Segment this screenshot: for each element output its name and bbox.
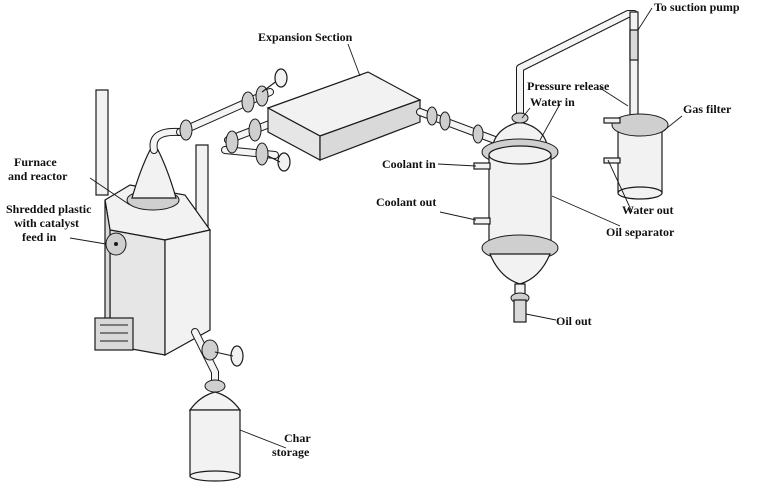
label-expansion-section: Expansion Section <box>258 30 353 44</box>
oil-out-valve <box>513 299 527 323</box>
label-water-in: Water in <box>530 95 575 109</box>
gas-filter-flange <box>611 113 669 137</box>
label-shredded-line3: feed in <box>22 230 57 244</box>
furnace-reactor <box>94 89 212 357</box>
leader-lines <box>69 7 683 449</box>
label-shredded-line2: with catalyst <box>14 216 79 230</box>
furnace-door <box>94 317 134 351</box>
label-coolant-in: Coolant in <box>382 157 436 171</box>
furnace-side-face <box>164 229 211 357</box>
label-oil-out: Oil out <box>556 314 592 328</box>
label-gas-filter: Gas filter <box>683 102 732 116</box>
gas-filter <box>603 11 669 200</box>
label-furnace-line2: and reactor <box>8 169 68 183</box>
char-storage <box>188 328 244 482</box>
label-pressure-release: Pressure release <box>527 79 610 93</box>
label-char-line2: storage <box>272 445 310 459</box>
expansion-section <box>266 71 422 162</box>
char-storage-top <box>188 391 242 411</box>
label-char-line1: Char <box>284 431 311 445</box>
labels: Expansion Section To suction pump Pressu… <box>6 0 740 459</box>
label-to-suction-pump: To suction pump <box>654 0 740 14</box>
label-oil-separator: Oil separator <box>606 225 675 239</box>
label-water-out: Water out <box>622 203 673 217</box>
valve-wheel-top <box>274 68 288 88</box>
expansion-side <box>319 99 421 161</box>
suction-pipe <box>629 11 639 123</box>
lower-valve-branch <box>221 116 291 172</box>
furnace-vent-pipe-left <box>95 89 109 196</box>
reactor-outlet-pipe <box>176 68 288 141</box>
gas-filter-body <box>617 124 663 194</box>
separator-bottom-cone <box>489 253 551 285</box>
char-storage-body <box>189 409 241 477</box>
oil-separator <box>473 10 638 323</box>
reactor-cone <box>131 149 177 199</box>
label-furnace-line1: Furnace <box>14 155 57 169</box>
label-shredded-line1: Shredded plastic <box>6 202 92 216</box>
label-coolant-out: Coolant out <box>376 195 436 209</box>
expansion-outlet-pipe <box>416 106 499 144</box>
coolant-in-nozzle <box>473 162 491 170</box>
valve-wheel-bottom <box>277 152 291 172</box>
coolant-out-nozzle <box>473 217 491 225</box>
